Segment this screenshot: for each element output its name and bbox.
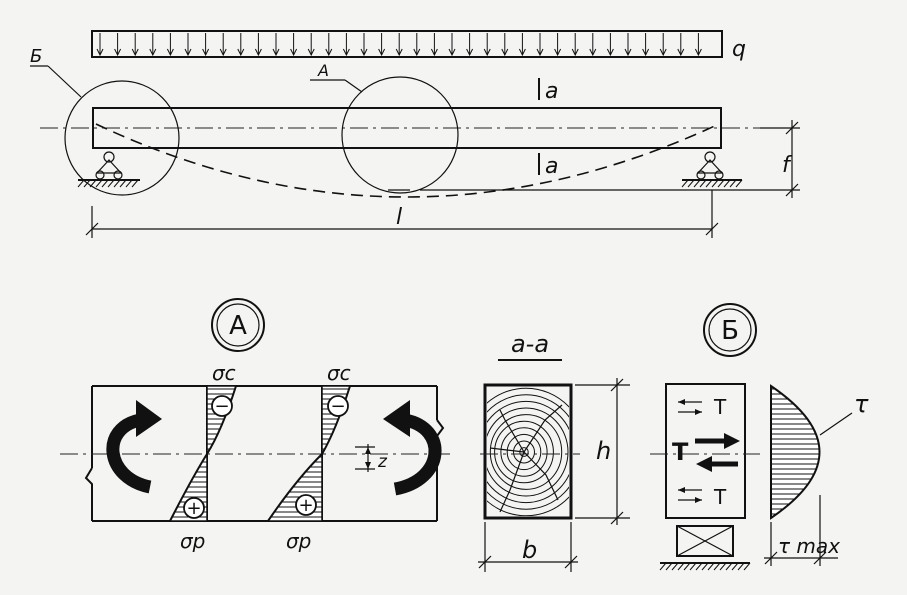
left-support xyxy=(77,151,140,188)
detail-a-title: А xyxy=(229,311,247,341)
z-label: z xyxy=(377,452,388,472)
shear-stress-diagram: τ xyxy=(770,384,869,520)
deflection-curve xyxy=(95,123,720,198)
callout-label-b: Б xyxy=(30,46,42,67)
z-dimension: z xyxy=(355,444,388,472)
moment-arrow-right-icon xyxy=(383,400,442,496)
callout-leader-a xyxy=(344,79,363,93)
timber-cross-section xyxy=(483,383,573,520)
shear-label-bottom: T xyxy=(713,485,727,509)
detail-b-header: Б xyxy=(703,303,757,357)
compression-sign-left xyxy=(211,395,233,417)
section-mark-top-label: a xyxy=(545,79,558,104)
stress-diagram-right: − + σc σp xyxy=(266,361,352,553)
tension-sign-right xyxy=(295,494,317,516)
sigma-c-left: σc xyxy=(212,361,236,385)
deflection-label: f xyxy=(782,153,793,178)
tau-max-label: τ max xyxy=(778,534,840,558)
deflection-dimension: f xyxy=(420,120,800,198)
beam-elevation xyxy=(40,107,760,198)
callout-leader-b xyxy=(47,65,82,98)
tau-label: τ xyxy=(854,390,869,418)
load-label-q: q xyxy=(732,37,746,62)
load-arrows xyxy=(96,33,702,57)
detail-b-title: Б xyxy=(721,316,739,346)
sigma-p-right: σp xyxy=(286,529,311,553)
svg-text:−: − xyxy=(214,396,229,417)
section-mark-bottom-label: a xyxy=(545,154,558,179)
shear-label-middle: T xyxy=(672,438,689,466)
compression-sign-right xyxy=(327,395,349,417)
width-label: b xyxy=(522,536,537,564)
beam-body xyxy=(92,107,722,149)
distributed-load: q xyxy=(91,30,746,62)
detail-circle-b xyxy=(64,80,180,196)
width-dimension: b xyxy=(478,522,578,572)
svg-text:+: + xyxy=(186,498,201,519)
height-dimension: h xyxy=(575,378,630,525)
sigma-c-right: σc xyxy=(327,361,351,385)
moment-arrow-left-icon xyxy=(106,400,162,494)
detail-circle-a xyxy=(341,76,459,194)
span-label: l xyxy=(396,205,402,230)
detail-a-header: А xyxy=(211,298,265,352)
span-dimension: l xyxy=(85,190,719,238)
wood-grain-rings xyxy=(487,387,569,516)
load-block xyxy=(91,30,723,58)
detail-b-beam-end: T T T xyxy=(650,383,760,519)
shear-label-top: T xyxy=(713,395,727,419)
right-support xyxy=(681,151,743,188)
height-label: h xyxy=(596,437,611,465)
tension-sign-left xyxy=(183,497,205,519)
svg-text:−: − xyxy=(330,396,345,417)
detail-a-segment xyxy=(60,385,455,522)
section-aa: a-a xyxy=(480,330,580,520)
stress-diagram-left: − + σc σp xyxy=(168,361,238,553)
detail-b-support xyxy=(659,525,751,571)
section-title: a-a xyxy=(511,330,549,358)
tau-max-dimension: τ max xyxy=(764,495,840,566)
callout-label-a: А xyxy=(317,61,329,80)
svg-text:+: + xyxy=(298,495,313,516)
sigma-p-left: σp xyxy=(180,529,205,553)
